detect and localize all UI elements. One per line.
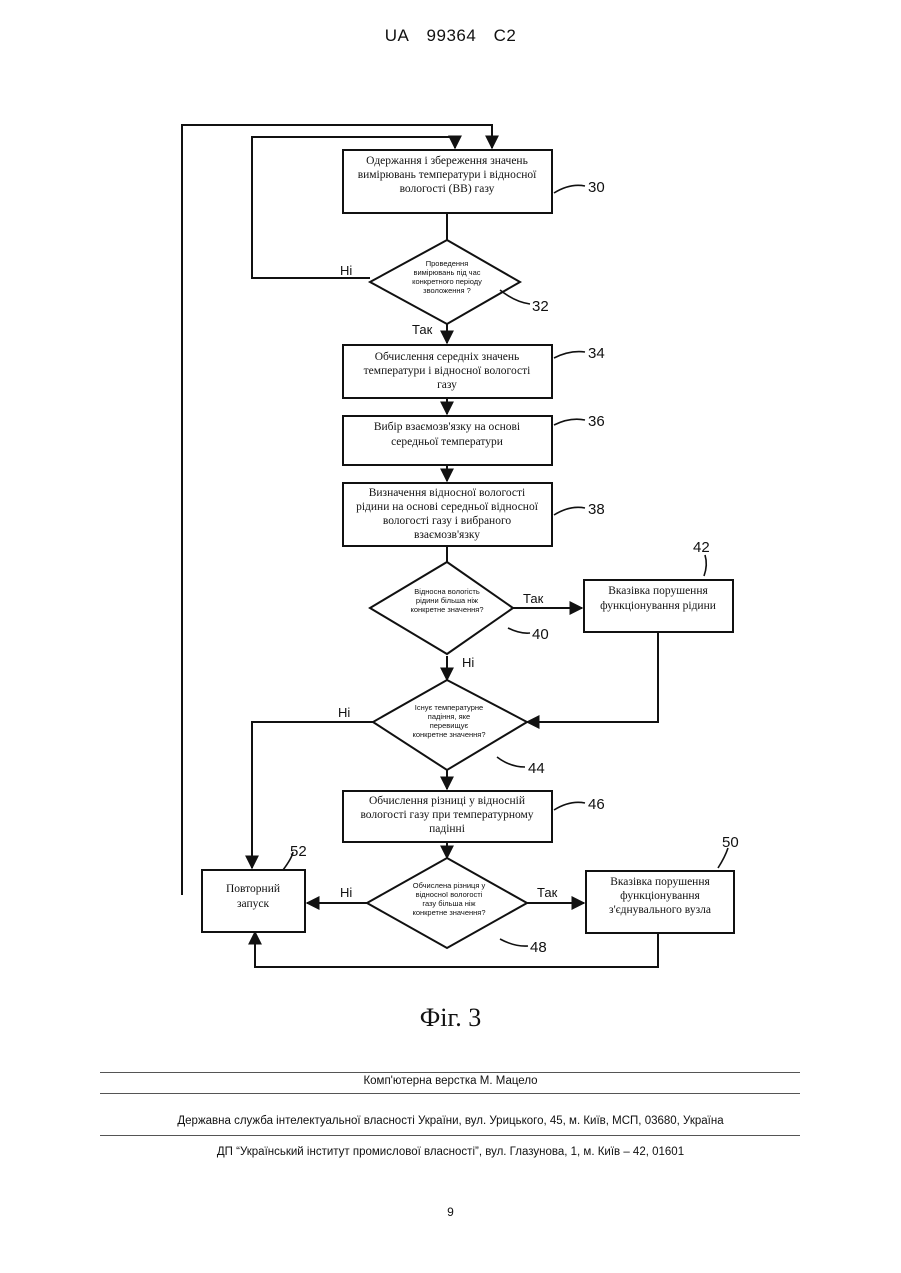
decision-line: Існує температурне [415, 703, 483, 712]
decision-line: Проведення [426, 259, 469, 268]
box-line: функціонування [620, 890, 700, 902]
box-line: Вибір взаємозв'язку на основі [374, 421, 520, 433]
label-yes32: Так [412, 322, 433, 337]
box-line: вимірювань температури і відносної [358, 169, 537, 181]
label-no32: Ні [340, 263, 352, 278]
decision-line: конкретне значення? [410, 605, 483, 614]
ref-34: 34 [588, 345, 605, 362]
ref-46: 46 [588, 796, 605, 813]
box-line: рідини на основі середньої відносної [356, 501, 539, 513]
box-line: вологості газу при температурному [360, 809, 533, 821]
box-line: вологості газу і вибраного [383, 515, 512, 527]
footer-agency: Державна служба інтелектуальної власност… [0, 1115, 901, 1127]
label-no40: Ні [462, 655, 474, 670]
ref-30: 30 [588, 179, 605, 196]
box-line: Вказівка порушення [608, 585, 708, 597]
ref-36: 36 [588, 413, 605, 430]
decision-line: рідини більша ніж [416, 596, 478, 605]
ref-38: 38 [588, 501, 605, 518]
arrow-42-44 [527, 632, 658, 722]
box-line: температури і відносної вологості [364, 365, 531, 377]
ref-32: 32 [532, 298, 549, 315]
box-line: газу [437, 379, 457, 391]
ref-42: 42 [693, 539, 710, 556]
decision-line: відносної вологості [416, 890, 483, 899]
decision-line: конкретне значення? [412, 730, 485, 739]
decision-line: вимірювань під час [413, 268, 480, 277]
ref-48: 48 [530, 939, 547, 956]
footer-typeset: Комп'ютерна верстка М. Мацело [0, 1075, 901, 1087]
box-line: з'єднувального вузла [609, 904, 711, 916]
flowchart-diagram: Одержання і збереження значень вимірювань… [0, 0, 901, 1000]
box-line: Визначення відносної вологості [369, 487, 526, 499]
decision-line: газу більша ніж [422, 899, 475, 908]
box-line: Обчислення різниці у відносній [369, 795, 525, 807]
decision-line: падіння, яке [428, 712, 470, 721]
box-line: запуск [237, 898, 270, 910]
box-line: Повторний [226, 883, 280, 895]
decision-line: Обчислена різниця у [413, 881, 486, 890]
footer-rule-1 [100, 1072, 800, 1073]
box-line: середньої температури [391, 436, 503, 448]
box-line: Одержання і збереження значень [366, 155, 528, 167]
figure-caption: Фіг. 3 [0, 1003, 901, 1033]
decision-text-48: Обчислена різниця увідносної вологостіга… [412, 881, 485, 917]
decision-line: Відносна вологість [414, 587, 480, 596]
ref-50: 50 [722, 834, 739, 851]
decision-line: конкретного періоду [412, 277, 482, 286]
decision-line: конкретне значення? [412, 908, 485, 917]
footer-institute: ДП “Український інститут промислової вла… [0, 1146, 901, 1158]
box-line: падінні [429, 823, 465, 835]
decision-line: зволоження ? [423, 286, 471, 295]
decision-text-40: Відносна вологістьрідини більша ніжконкр… [410, 587, 483, 614]
page-number: 9 [0, 1205, 901, 1219]
label-yes40: Так [523, 591, 544, 606]
decision-line: перевищує [430, 721, 469, 730]
ref-52: 52 [290, 843, 307, 860]
label-no44: Ні [338, 705, 350, 720]
ref-44: 44 [528, 760, 545, 777]
box-line: функціонування рідини [600, 600, 716, 612]
ref-40: 40 [532, 626, 549, 643]
box-text-50: Вказівка порушення функціонування з'єднува… [609, 876, 711, 916]
footer-rule-2 [100, 1093, 800, 1094]
box-line: Обчислення середніх значень [375, 351, 520, 363]
label-no48: Ні [340, 885, 352, 900]
box-line: взаємозв'язку [414, 529, 480, 541]
box-line: вологості (ВВ) газу [400, 183, 495, 195]
box-line: Вказівка порушення [610, 876, 710, 888]
footer-rule-3 [100, 1135, 800, 1136]
label-yes48: Так [537, 885, 558, 900]
